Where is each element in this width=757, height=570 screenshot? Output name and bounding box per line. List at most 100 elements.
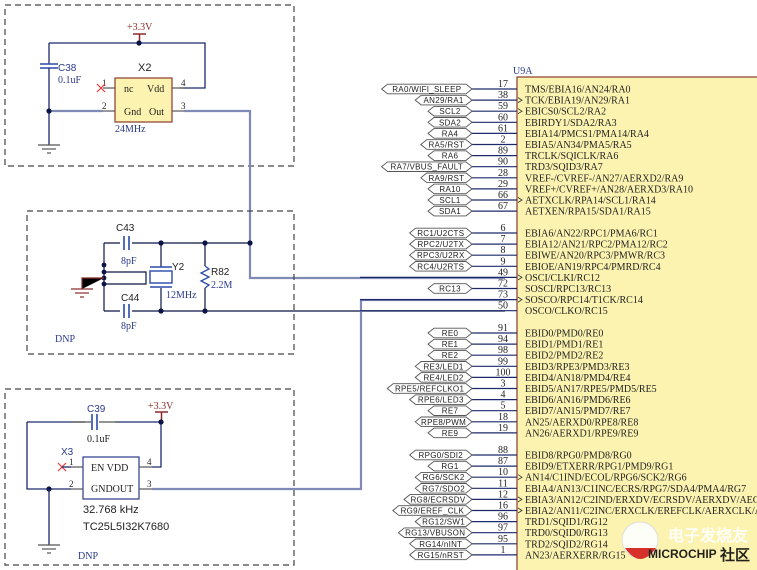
capacitor-c43-symbol <box>120 236 132 250</box>
net-port-label[interactable]: RA5/RST <box>420 139 473 150</box>
net-label-text: RG13/VBUSON <box>405 529 465 538</box>
x3-pin3-num: 3 <box>147 479 152 489</box>
mcu-pin-number: 89 <box>498 146 508 157</box>
mcu-pin-number: 59 <box>498 101 508 112</box>
mcu-pin-number: 96 <box>498 512 508 523</box>
clock-pin-icon <box>517 474 523 481</box>
x3-pin1-num: 1 <box>69 457 74 467</box>
net-port-label[interactable]: RPC3/U2RX <box>408 249 473 261</box>
mcu-pin-name: EBIA3/AN12/C2IND/ERXDV/ECRSDV/AERXDV/AEC… <box>525 495 757 506</box>
mcu-pin-number: 95 <box>498 534 508 545</box>
mcu-pin-number: 28 <box>498 168 508 179</box>
mcu-pin-name: EBID6/AN16/PMD6/RE6 <box>525 395 631 406</box>
net-port-label[interactable]: RE1 <box>427 338 473 350</box>
mcu-pin-number: 17 <box>498 79 508 90</box>
mcu-pin-name: EBID5/AN17/RPE5/PMD5/RE5 <box>525 384 657 395</box>
net-port-label[interactable]: RE7 <box>427 405 473 416</box>
net-port-label[interactable]: RG13/VBUSON <box>397 527 473 538</box>
net-port-label[interactable]: SDA1 <box>427 205 473 217</box>
net-port-label[interactable]: RA4 <box>427 128 473 139</box>
mcu-pin-number: 100 <box>496 367 511 378</box>
net-port-label[interactable]: RG15/nRST <box>408 549 473 561</box>
net-port-label[interactable]: RG7/SDO2 <box>414 483 473 494</box>
net-port-label[interactable]: RG12/SW1 <box>414 516 473 527</box>
mcu-pin-name: TMS/EBIA16/AN24/RA0 <box>525 85 631 96</box>
net-port-label[interactable]: RPE8/PWM <box>414 416 473 428</box>
net-port-label[interactable]: RG6/SCK2 <box>414 471 473 483</box>
mcu-pin-name: TCK/EBIA19/AN29/RA1 <box>525 96 630 107</box>
x2-ref: X2 <box>138 62 151 74</box>
mcu-pin-number: 73 <box>498 290 508 301</box>
net-port-label[interactable]: RPG0/SDI2 <box>408 449 473 461</box>
net-port-label[interactable]: RE3/LED1 <box>414 361 473 372</box>
net-port-label[interactable]: RA7/VBUS_FAULT <box>380 161 473 172</box>
net-label-text: RC1/U2CTS <box>417 229 464 238</box>
watermark-line3: 社区 <box>719 546 750 564</box>
net-port-label[interactable]: SDA2 <box>427 117 473 128</box>
net-port-label[interactable]: RC1/U2CTS <box>408 227 473 239</box>
mcu-pin-number: 98 <box>498 345 508 356</box>
dnp-note-middle: DNP <box>55 334 75 345</box>
net-port-label[interactable]: RPE6/LED3 <box>408 394 473 405</box>
power-symbol-bottom: +3.3V <box>148 401 174 422</box>
net-label-text: RA10 <box>439 185 460 194</box>
clock-pin-icon <box>517 496 523 503</box>
junction <box>46 108 52 114</box>
net-port-label[interactable]: RA10 <box>427 183 473 195</box>
net-port-label[interactable]: RG9/EREF_CLK <box>392 505 473 516</box>
mcu-pin-number: 16 <box>498 501 508 512</box>
net-port-label[interactable]: RG14/nINT <box>408 538 473 550</box>
net-port-label[interactable]: SCL1 <box>427 194 473 206</box>
net-port-label[interactable]: RC4/U2RTS <box>408 261 473 272</box>
ground-symbol-top <box>38 144 60 154</box>
junction <box>136 40 142 46</box>
crystal-y2-symbol <box>149 266 173 288</box>
mcu-pin-name: EBID2/PMD2/RE2 <box>525 351 603 362</box>
net-port-label[interactable]: AN29/RA1 <box>414 94 473 106</box>
net-port-label[interactable]: RPE5/REFCLKO1 <box>386 383 473 394</box>
net-port-label[interactable]: RG1 <box>427 460 473 472</box>
net-port-label[interactable]: RE2 <box>427 349 473 361</box>
mcu-pin-number: 67 <box>498 201 508 212</box>
mcu-pin-name: OSCI/CLKI/RC12 <box>525 273 600 284</box>
net-label-text: RPE8/PWM <box>421 418 466 427</box>
c38-ref: C38 <box>58 63 77 74</box>
net-port-label[interactable]: RE0 <box>427 327 473 339</box>
mcu-pin-name: EBID8/RPG0/PMD8/RG0 <box>525 451 632 462</box>
power-label: +3.3V <box>127 22 153 33</box>
net-label-text: RPE5/REFCLKO1 <box>395 385 465 394</box>
net-port-label[interactable]: RE4/LED2 <box>414 372 473 383</box>
net-label-text: RA4 <box>442 129 459 138</box>
mcu-pin-number: 66 <box>498 190 508 201</box>
mcu-pin-number: 10 <box>498 467 508 478</box>
net-port-label[interactable]: RA6 <box>427 150 473 161</box>
net-port-label[interactable]: RPC2/U2TX <box>408 238 473 250</box>
vdd-rail <box>49 42 206 89</box>
mcu-pin-number: 94 <box>498 334 508 345</box>
net-port-label[interactable]: RE9 <box>427 427 473 439</box>
x3-frequency: 32.768 kHz <box>83 504 139 516</box>
mcu-pin-name: SOSCI/RPC13/RC13 <box>525 284 611 295</box>
net-port-label[interactable]: RA0/WIFI_SLEEP <box>380 83 473 95</box>
net-label-text: RA6 <box>442 152 459 161</box>
mcu-pin-number: 99 <box>498 356 508 367</box>
net-port-label[interactable]: RA9/RST <box>420 172 473 184</box>
mcu-pin-number: 19 <box>498 423 508 434</box>
mcu-pin-name: EBID7/AN15/PMD7/RE7 <box>525 406 631 417</box>
net-port-label[interactable]: RG8/ECRSDV <box>403 494 473 505</box>
y2-value: 12MHz <box>166 290 197 301</box>
net-port-label[interactable]: SCL2 <box>427 105 473 117</box>
net-port-label[interactable]: RC13 <box>427 283 473 294</box>
